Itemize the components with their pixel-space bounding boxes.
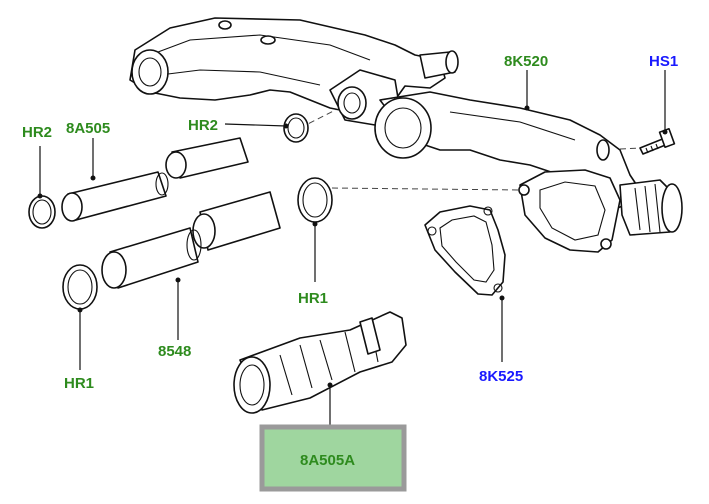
label-hr2-top[interactable]: HR2	[188, 117, 218, 134]
label-8k520[interactable]: 8K520	[504, 53, 548, 70]
label-8a505[interactable]: 8A505	[66, 120, 110, 137]
gasket-8k525	[424, 205, 506, 296]
tube-8a505	[61, 137, 249, 222]
label-hr2-left[interactable]: HR2	[22, 124, 52, 141]
label-8k525[interactable]: 8K525	[479, 368, 523, 385]
tube-8548	[101, 191, 281, 289]
highlight-box	[259, 424, 407, 492]
label-8548[interactable]: 8548	[158, 343, 191, 360]
tube-8a505a	[233, 311, 407, 414]
label-hr1-left[interactable]: HR1	[64, 375, 94, 392]
bolt-hs1	[639, 127, 676, 155]
o-rings	[28, 113, 333, 310]
label-8a505a[interactable]: 8A505A	[300, 452, 355, 469]
coolant-manifold	[129, 17, 683, 253]
label-hs1[interactable]: HS1	[649, 53, 678, 70]
leader-lines	[37, 70, 668, 428]
label-hr1-mid[interactable]: HR1	[298, 290, 328, 307]
